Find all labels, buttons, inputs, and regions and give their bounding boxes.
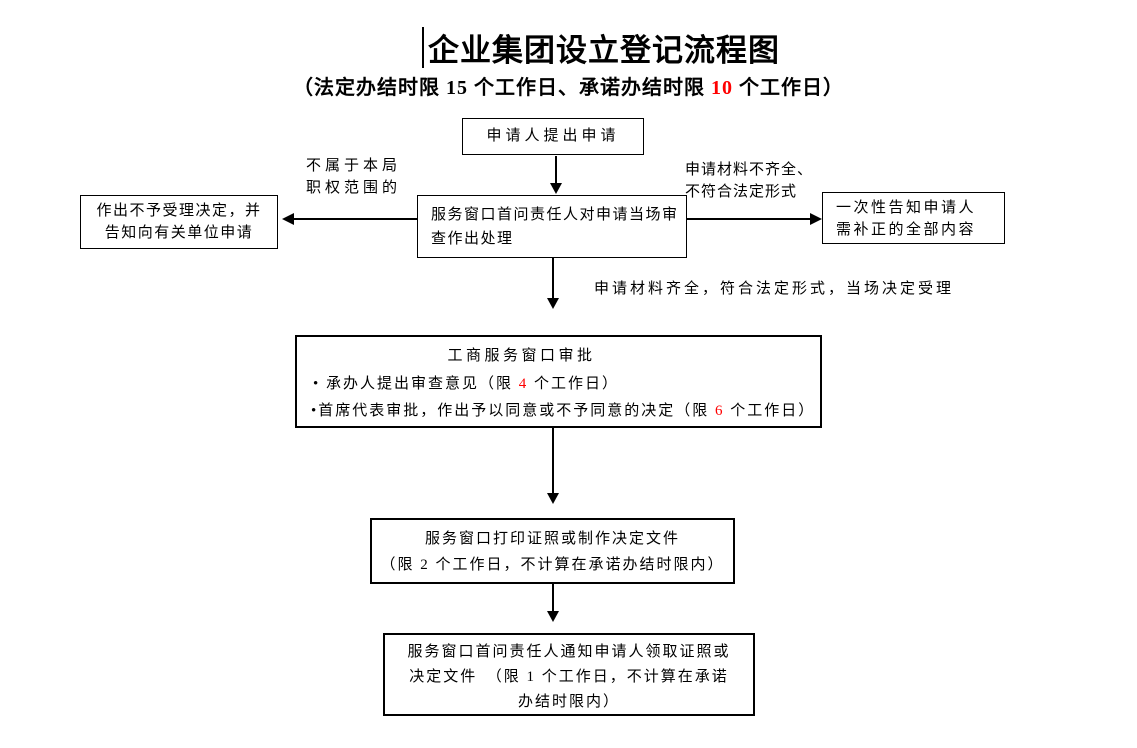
flow-box-apply: 申请人提出申请 [462,118,644,155]
approval-bullet2-text: •首席代表审批，作出予以同意或不予同意的决定（限 [311,403,716,419]
notify-pickup-line1: 服务窗口首问责任人通知申请人领取证照或 [407,644,731,660]
notify-correction-line2: 需补正的全部内容 [836,222,977,238]
approval-bullet1-text-end: 个工作日） [528,376,620,392]
arrow-approval-to-print-line [552,428,554,494]
arrow-review-to-approval-head [547,298,559,309]
label-not-in-scope: 不属于本局 职权范围的 [306,155,401,199]
arrow-review-to-reject-line [293,218,417,220]
approval-bullet1-text: • 承办人提出审查意见（限 [313,376,519,392]
approval-bullet1-days: 4 [518,376,529,392]
approval-bullet1: • 承办人提出审查意见（限 4 个工作日） [297,372,820,397]
reject-line2: 告知向有关单位申请 [104,225,254,241]
approval-bullet2-text-end: 个工作日） [724,403,816,419]
flow-box-window-review: 服务窗口首问责任人对申请当场审 查作出处理 [417,195,687,258]
subtitle-text: （法定办结时限 15 个工作日、承诺办结时限 [293,77,711,99]
flow-box-notify-correction: 一次性告知申请人 需补正的全部内容 [822,192,1005,244]
subtitle-text-end: 个工作日） [733,77,844,99]
flow-box-print: 服务窗口打印证照或制作决定文件 （限 2 个工作日，不计算在承诺办结时限内） [370,518,735,584]
window-review-line2: 查作出处理 [431,231,514,247]
notify-pickup-line2: 决定文件 （限 1 个工作日，不计算在承诺 [409,669,729,685]
label-incomplete-materials: 申请材料不齐全、 不符合法定形式 [685,159,813,203]
label-complete-materials: 申请材料齐全，符合法定形式，当场决定受理 [594,281,955,297]
window-review-line1: 服务窗口首问责任人对申请当场审 [431,207,679,223]
arrow-review-to-reject-head [282,213,294,225]
arrow-apply-to-review-line [555,156,557,184]
arrow-review-to-approval-line [552,258,554,299]
flow-box-reject: 作出不予受理决定，并 告知向有关单位申请 [80,195,278,249]
label-incomplete-line2: 不符合法定形式 [685,184,798,200]
text-cursor [422,27,424,68]
page-subtitle: （法定办结时限 15 个工作日、承诺办结时限 10 个工作日） [0,71,1137,100]
arrow-review-to-correction-head [810,213,822,225]
arrow-approval-to-print-head [547,493,559,504]
subtitle-promised-days: 10 [711,77,733,99]
approval-bullet2: •首席代表审批，作出予以同意或不予同意的决定（限 6 个工作日） [297,399,820,424]
arrow-print-to-pickup-line [552,584,554,612]
approval-bullet2-days: 6 [715,403,725,419]
label-not-in-scope-line2: 职权范围的 [306,180,402,196]
approval-title: 工商服务窗口审批 [447,348,596,364]
notify-correction-line1: 一次性告知申请人 [836,200,977,216]
flow-box-approval: 工商服务窗口审批 • 承办人提出审查意见（限 4 个工作日） •首席代表审批，作… [295,335,822,428]
notify-pickup-line3: 办结时限内） [517,694,620,710]
arrow-review-to-correction-line [687,218,811,220]
print-line1: 服务窗口打印证照或制作决定文件 [424,531,680,547]
print-line2: （限 2 个工作日，不计算在承诺办结时限内） [380,557,725,573]
page-title: 企业集团设立登记流程图 [428,33,780,68]
arrow-print-to-pickup-head [547,611,559,622]
reject-line1: 作出不予受理决定，并 [96,203,262,219]
arrow-apply-to-review-head [550,183,562,194]
label-not-in-scope-line1: 不属于本局 [306,158,402,174]
label-incomplete-line1: 申请材料不齐全、 [685,162,814,178]
flow-box-notify-pickup: 服务窗口首问责任人通知申请人领取证照或 决定文件 （限 1 个工作日，不计算在承… [383,633,755,716]
